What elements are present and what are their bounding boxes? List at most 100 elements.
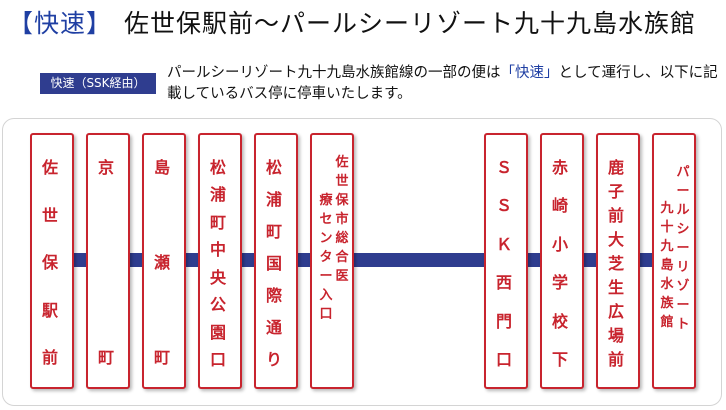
stop-name-char: 保 [335,193,349,208]
stop-name-char: ー [676,298,690,313]
stop-name-char: 校 [551,311,568,331]
stop-name-char: 鹿 [607,158,624,177]
stop-name-char: 子 [607,182,624,201]
stop-name-char: 瀬 [153,253,170,272]
stop-name-char: 浦 [265,190,282,209]
stop-shimasecho[interactable]: 島瀬町 [142,133,186,389]
stop-name-char: 町 [97,348,114,367]
stop-name-char: 入 [319,288,333,303]
stop-name-char: 松 [209,158,226,177]
stop-name-char: 口 [495,349,512,369]
stop-name-char: 小 [551,234,568,254]
stop-name-char: 園 [209,322,226,342]
stop-name-char: 館 [660,315,674,330]
stop-name-char: 十 [660,220,674,235]
stop-name-char: 崎 [551,196,568,216]
stop-name-char: 療 [319,193,333,208]
stop-name-char: Ｓ [495,158,512,177]
stop-name-char: ト [676,317,690,332]
stop-name-char: 町 [153,348,170,367]
stop-name-char: タ [319,250,333,265]
stop-name-char: 学 [551,273,568,293]
stop-name-char: 町 [209,212,226,232]
stop-name-char: 中 [209,240,226,260]
stop-name-column: 鹿子前大芝生広場前 [606,157,626,371]
stop-name-char: 合 [335,250,349,265]
stop-name-char: 世 [41,205,58,225]
stop-name-char: 場 [607,326,624,345]
stop-name-char: 市 [335,212,349,227]
stop-name-char: 佐 [335,155,349,170]
stop-name-column: 佐世保市総合医 [332,153,352,286]
stop-name-column: パールシーリゾート [673,163,693,334]
stop-name-char: 大 [607,230,624,249]
stop-name-char: 水 [660,277,674,292]
stop-name-char: 九 [660,239,674,254]
stop-name-char: Ｓ [495,196,512,216]
stop-name-char: ー [676,241,690,256]
stop-name-char: 島 [660,258,674,273]
stop-name-char: 町 [265,222,282,241]
stop-name-char: 広 [607,302,624,321]
route-line [40,253,680,267]
stop-name-char: 前 [607,350,624,369]
title-text: 佐世保駅前～パールシーリゾート九十九島水族館 [124,9,697,38]
stop-name-char: パ [676,165,690,180]
stop-name-char: ー [676,184,690,199]
stop-name-column: 京町 [96,157,116,369]
stop-name-column: 佐世保駅前 [40,157,60,369]
stop-name-char: シ [676,222,690,237]
stop-name-char: 口 [209,349,226,369]
stop-name-char: 九 [660,201,674,216]
stop-name-column: 島瀬町 [152,157,172,369]
stop-name-column: 松浦町国際通り [264,157,284,371]
stop-name-char: 生 [607,278,624,297]
rapid-badge: 快速（SSK経由） [40,73,156,94]
stop-sasebo-station[interactable]: 佐世保駅前 [30,133,74,389]
title-tag: 【快速】 [8,9,113,38]
stop-name-char: 族 [660,296,674,311]
stop-name-char: 総 [335,231,349,246]
stop-name-char: り [265,350,282,369]
stop-name-char: 下 [551,349,568,369]
stop-name-char: ー [319,269,333,284]
stop-sasebo-medical-center[interactable]: 佐世保市総合医療センター入口 [310,133,354,389]
stop-name-char: 国 [265,254,282,273]
stop-aquarium[interactable]: パールシーリゾート九十九島水族館 [652,133,696,389]
stop-name-char: 浦 [209,185,226,205]
stop-name-char: 島 [153,158,170,177]
stop-name-char: ン [319,231,333,246]
stop-name-char: 赤 [551,158,568,177]
stop-name-char: 前 [41,348,58,367]
stop-name-column: 赤崎小学校下 [550,157,570,371]
description-before: パールシーリゾート九十九島水族館線の一部の便は [167,65,501,81]
stop-name-char: 口 [319,307,333,322]
stop-name-char: 芝 [607,254,624,273]
stop-name-column: 療センター入口 [316,191,336,324]
stop-name-char: リ [676,260,690,275]
stop-name-char: 門 [495,311,512,331]
stop-name-char: 駅 [41,300,58,320]
stop-name-char: 松 [265,158,282,177]
stop-name-char: ル [676,203,690,218]
stop-kashimae-lawn[interactable]: 鹿子前大芝生広場前 [596,133,640,389]
stop-name-char: 前 [607,206,624,225]
stop-name-char: ゾ [676,279,690,294]
stop-name-column: 松浦町中央公園口 [208,157,228,371]
stop-akasaki-school[interactable]: 赤崎小学校下 [540,133,584,389]
stop-name-char: 保 [41,253,58,272]
stop-name-char: 医 [335,269,349,284]
stop-name-char: 西 [495,273,512,293]
stop-kyomachi[interactable]: 京町 [86,133,130,389]
description-highlight: 「快速」 [500,65,559,81]
stop-name-char: 世 [335,174,349,189]
stop-name-char: セ [319,212,333,227]
stop-name-char: Ｋ [495,234,512,254]
stop-matsuura-kokusai[interactable]: 松浦町国際通り [254,133,298,389]
description-after: として運行し、以下に記載しているバス停に停車いたします。 [167,65,718,102]
stop-matsuura-chuo-park[interactable]: 松浦町中央公園口 [198,133,242,389]
stop-name-char: 央 [209,267,226,287]
stop-name-char: 京 [97,158,114,177]
